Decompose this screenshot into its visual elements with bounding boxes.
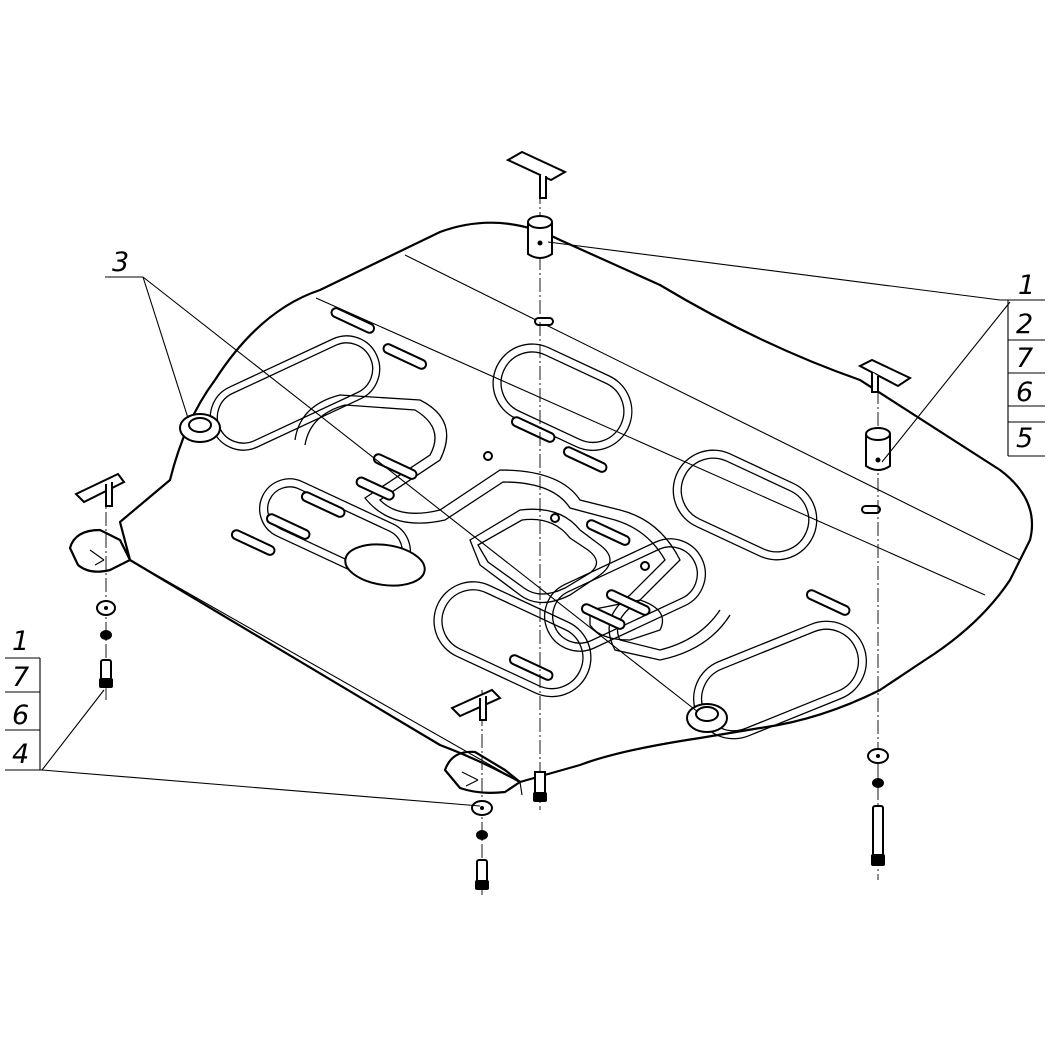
label-left-7: 7 (12, 662, 29, 693)
fastener-stack-center-bottom (533, 771, 547, 802)
callout-frame-left (5, 657, 41, 770)
fastener-stack-bottom (471, 800, 493, 890)
fastener-stack-left (96, 600, 116, 688)
ventilation-slots (230, 307, 881, 681)
skid-plate (68, 221, 1034, 796)
label-left-1: 1 (12, 626, 29, 657)
grommet-left (179, 413, 221, 443)
clip-nut-right (857, 358, 913, 393)
clip-nut-top (505, 150, 568, 199)
spacer-bushing-right (865, 427, 891, 471)
clip-nut-left (74, 472, 126, 507)
label-right-1: 1 (1018, 270, 1035, 301)
label-part-3: 3 (112, 247, 129, 278)
fastener-stack-right (867, 748, 889, 866)
clip-nut-bottom (450, 688, 502, 721)
leader-lines (5, 241, 1045, 807)
assembly-axes (105, 190, 879, 895)
spacer-bushing-center (527, 215, 553, 259)
label-left-4: 4 (12, 739, 29, 770)
label-right-5: 5 (1016, 423, 1033, 454)
label-right-7: 7 (1016, 343, 1033, 374)
label-right-2: 2 (1016, 309, 1033, 340)
callout-frame-right (1007, 300, 1045, 457)
label-right-6: 6 (1016, 377, 1033, 408)
label-left-6: 6 (12, 700, 29, 731)
